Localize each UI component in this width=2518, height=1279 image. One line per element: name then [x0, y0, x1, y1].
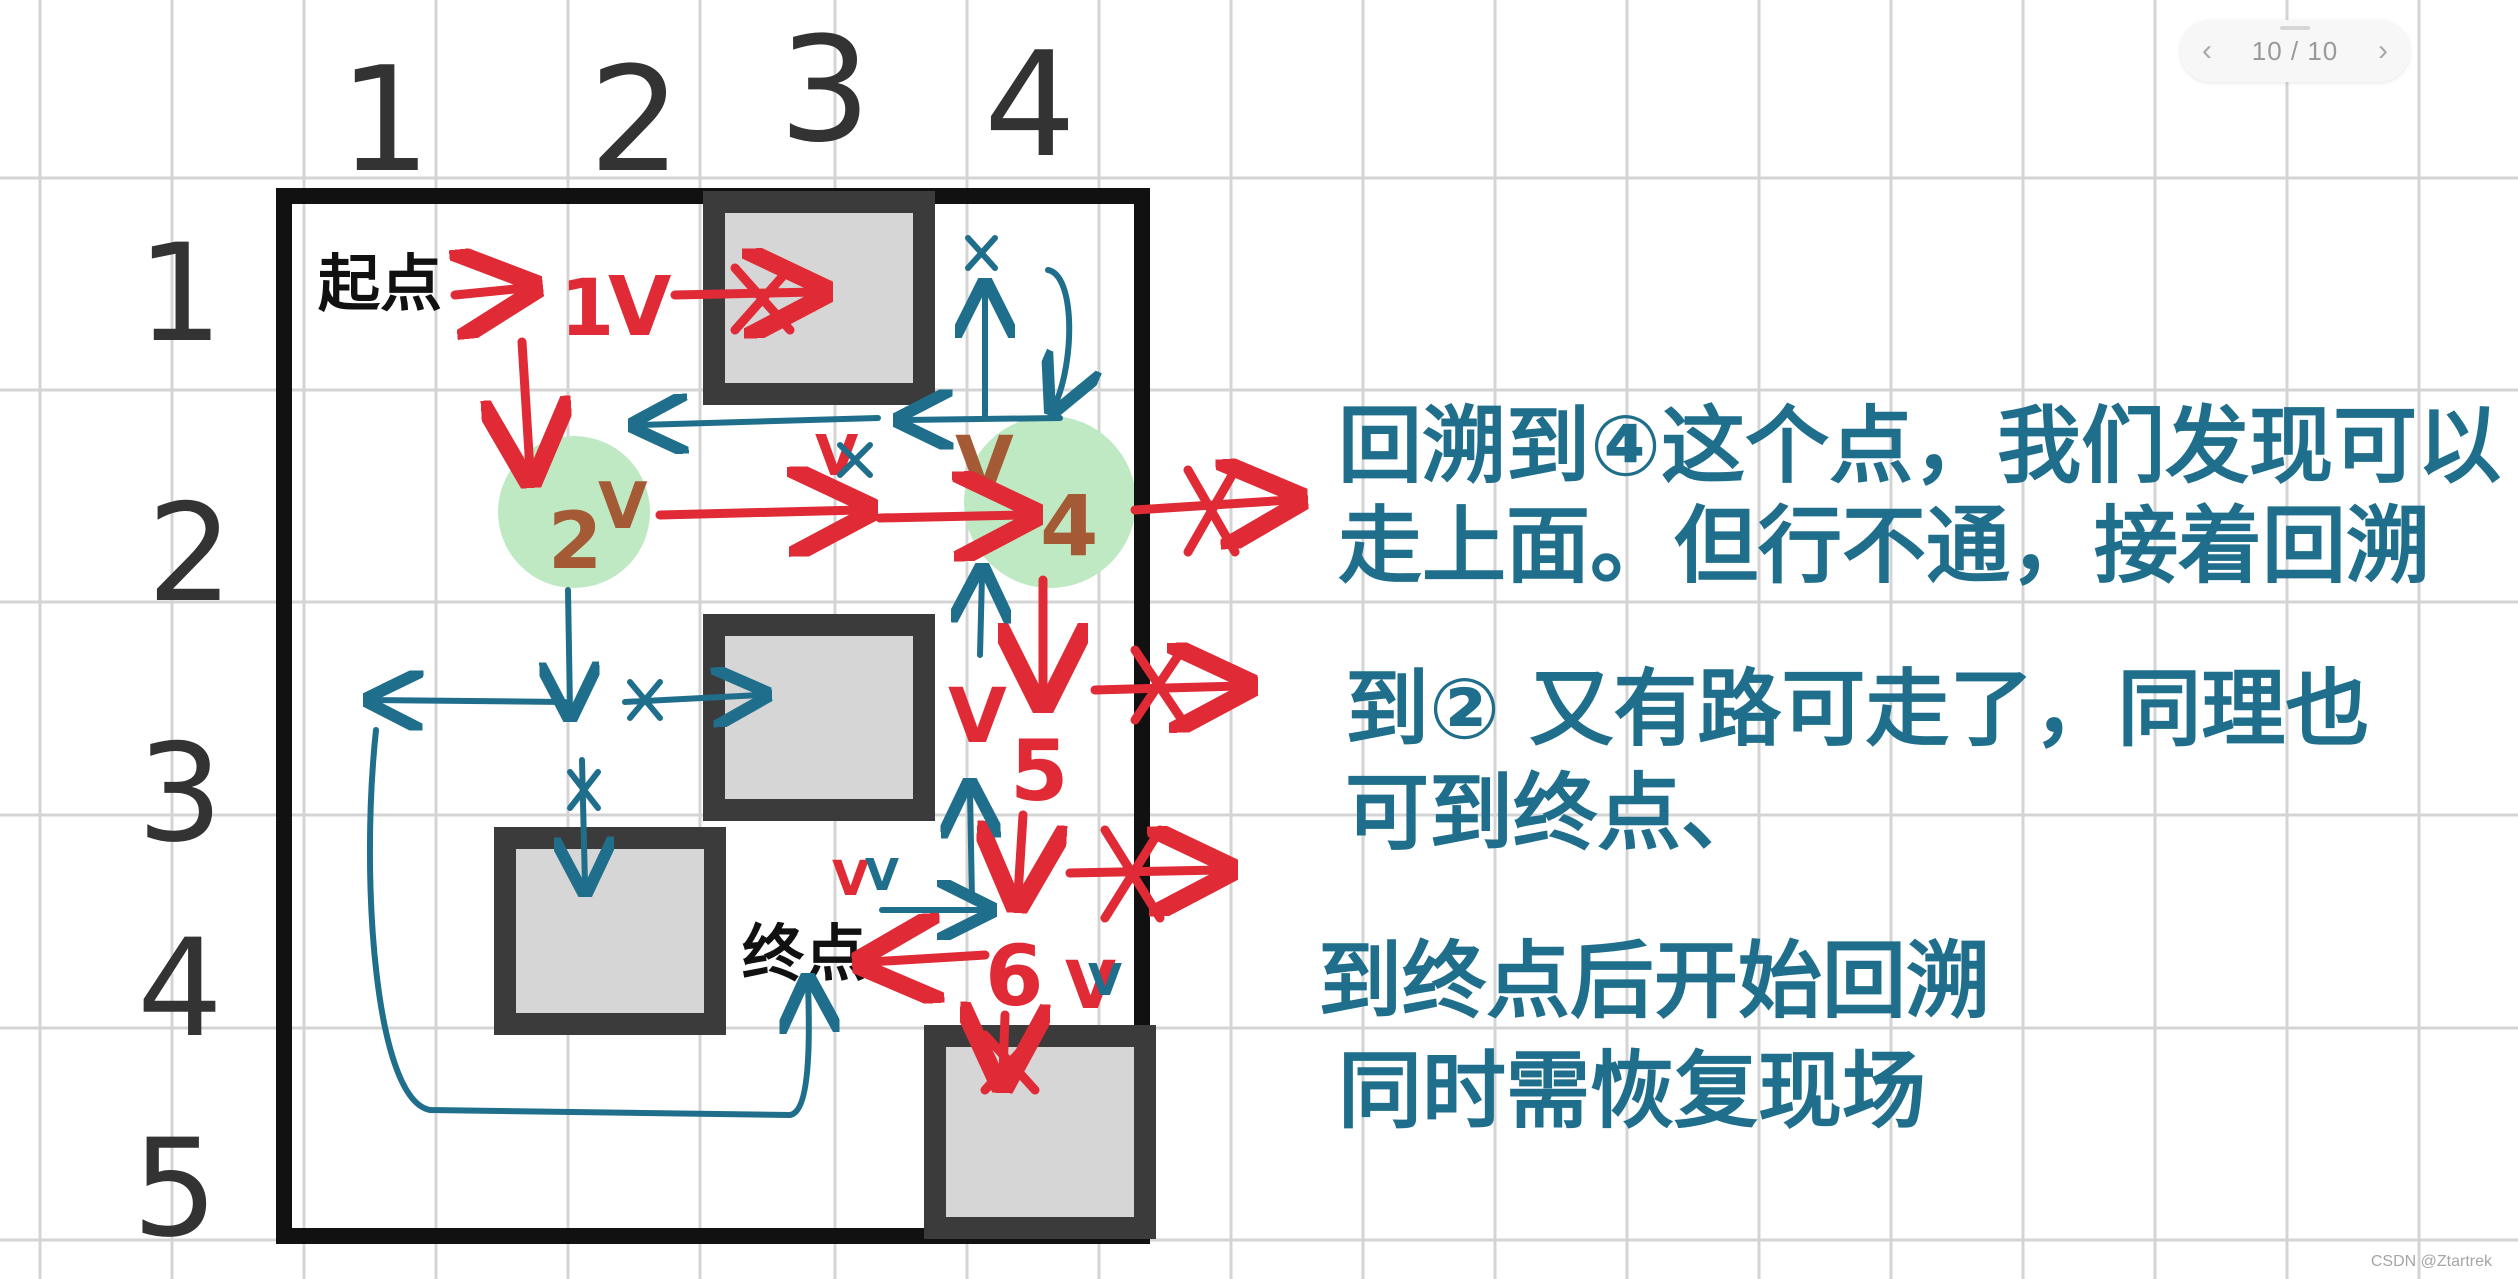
wall-block: [924, 1025, 1156, 1239]
column-label: 4: [984, 21, 1076, 190]
cross-mark: [1183, 465, 1240, 557]
page-counter: 10 / 10: [2252, 36, 2339, 67]
backtrack-arrow: [1048, 267, 1069, 405]
cross-mark: [627, 679, 663, 721]
check-mark: V: [955, 419, 1014, 508]
chevron-right-icon[interactable]: ›: [2377, 34, 2388, 67]
backtrack-arrow: [905, 418, 1063, 420]
row-label: 5: [132, 1110, 218, 1267]
page-separator: /: [2282, 35, 2308, 66]
check-mark: V: [865, 850, 899, 901]
backtrack-arrow: [568, 587, 570, 710]
backtrack-arrow: [970, 790, 972, 903]
note-line: 可到终点、: [1345, 764, 1765, 862]
step-number: 1: [560, 264, 614, 354]
check-mark: V: [598, 470, 648, 544]
check-mark: V: [832, 851, 869, 907]
drag-handle[interactable]: [2280, 26, 2310, 30]
wall-block: [703, 614, 935, 821]
check-mark: V: [1088, 955, 1122, 1006]
forward-arrow: [870, 955, 990, 962]
page-navigator: ‹ 10 / 10 ›: [2180, 20, 2410, 82]
note-line: 同时需恢复现场: [1338, 1042, 1926, 1140]
backtrack-arrow: [640, 418, 881, 425]
end-label: 终点: [742, 917, 866, 990]
cross-mark: [837, 442, 873, 478]
note-line: 回溯到④这个点，我们发现可以: [1338, 397, 2501, 495]
forward-arrow: [670, 292, 815, 295]
row-label: 2: [147, 475, 233, 632]
watermark: CSDN @Ztartrek: [2370, 1253, 2492, 1270]
chevron-left-icon[interactable]: ‹: [2202, 34, 2212, 67]
step-number: 4: [1040, 477, 1098, 575]
cross-mark: [1130, 645, 1187, 725]
note-line: 到终点后开始回溯: [1318, 932, 1990, 1030]
backtrack-arrow: [366, 727, 809, 1118]
backtrack-arrow: [582, 757, 585, 885]
wall-block: [494, 827, 726, 1035]
start-label: 起点: [318, 247, 442, 320]
forward-arrow: [1090, 686, 1240, 690]
column-label: 1: [339, 36, 431, 205]
step-number: 2: [548, 497, 602, 587]
column-label: 2: [589, 36, 681, 205]
check-mark: V: [608, 260, 672, 355]
note-line: 到② 又有路可走了，同理也: [1345, 660, 2369, 758]
total-pages: 10: [2307, 35, 2339, 66]
cross-mark: [730, 263, 795, 335]
cross-mark: [965, 235, 998, 271]
note-line: 走上面。但行不通，接着回溯: [1338, 497, 2430, 595]
backtrack-arrow: [375, 700, 568, 702]
step-number: 5: [1010, 722, 1068, 820]
row-label: 1: [137, 215, 223, 372]
step-number: 6: [985, 927, 1043, 1025]
check-mark: V: [1065, 947, 1116, 1024]
forward-arrow: [1018, 810, 1023, 895]
column-label: 3: [779, 6, 871, 175]
row-label: 4: [137, 910, 223, 1067]
forward-arrow: [875, 515, 1025, 518]
forward-arrow: [522, 337, 530, 470]
forward-arrow: [455, 288, 525, 295]
row-label: 3: [137, 715, 223, 872]
wall-block: [703, 191, 935, 405]
forward-arrow: [655, 510, 860, 515]
cross-mark: [567, 769, 601, 811]
forward-arrow: [1065, 870, 1220, 873]
cross-mark: [980, 1030, 1040, 1095]
backtrack-arrow: [980, 575, 982, 658]
cross-mark: [1100, 825, 1165, 923]
check-mark: V: [948, 671, 1007, 760]
current-page: 10: [2251, 35, 2283, 66]
